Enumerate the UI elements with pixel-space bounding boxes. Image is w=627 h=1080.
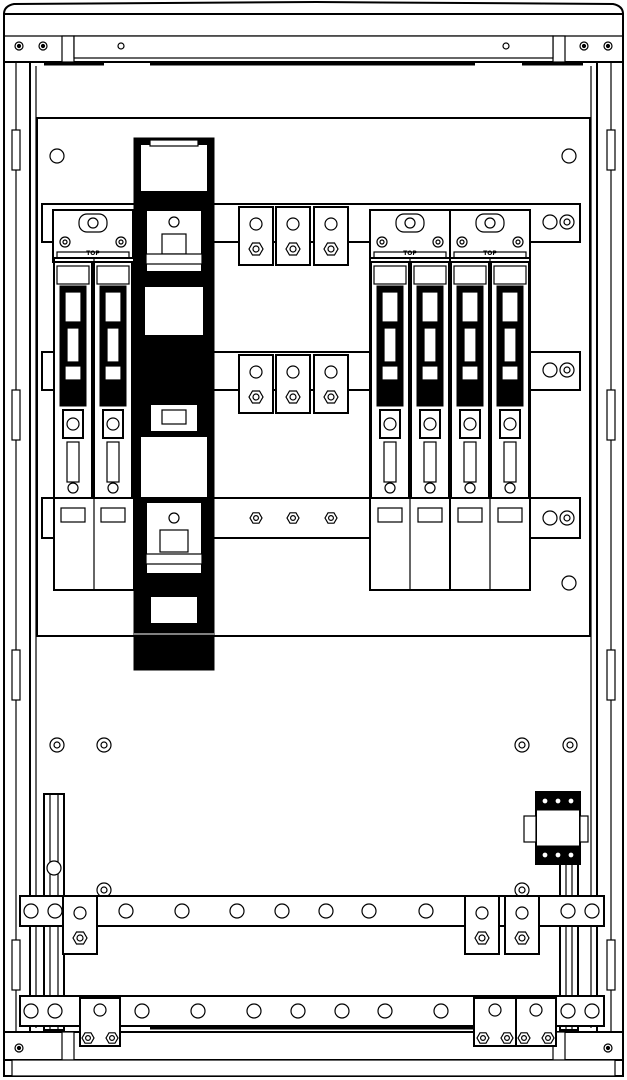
surge-arrester <box>523 791 589 1031</box>
fuse-group-left: TOP <box>52 209 135 591</box>
fuse-top-label: TOP <box>403 250 417 257</box>
lower-mounting-holes <box>49 737 578 753</box>
fuse-top-label: TOP <box>483 250 497 257</box>
main-switch-disconnector <box>133 137 215 671</box>
pe-busbar-lower <box>19 995 605 1047</box>
pe-busbar-upper <box>19 895 605 955</box>
fuse-group-right-a: TOP <box>369 209 451 591</box>
fuse-group-right-b: TOP <box>449 209 531 591</box>
fuse-top-label: TOP <box>86 250 100 257</box>
